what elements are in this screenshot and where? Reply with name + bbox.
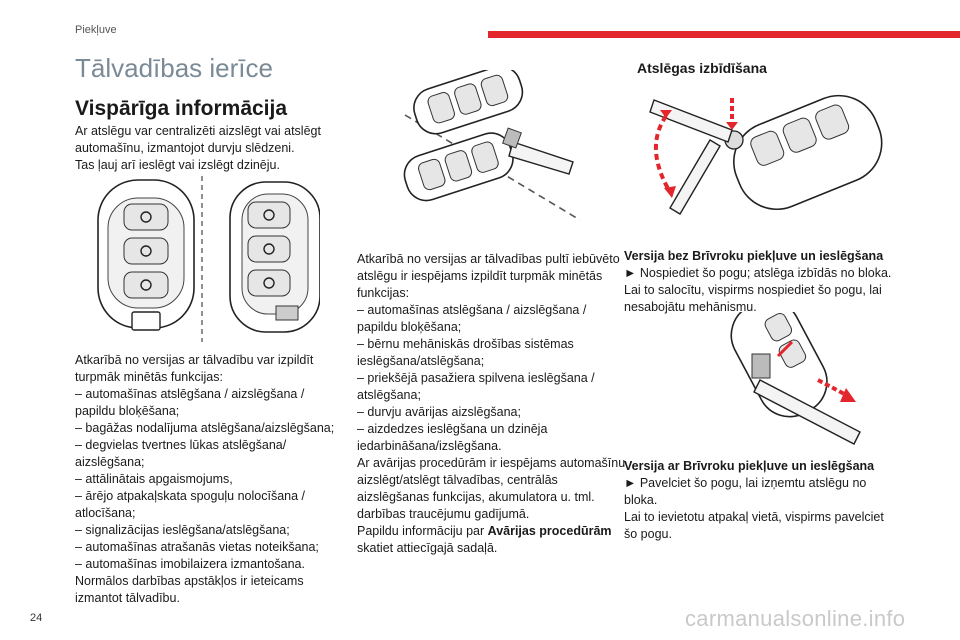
text-line: Ar atslēgu var centralizēti aizslēgt vai… [75, 124, 321, 138]
block-title: Versija bez Brīvroku piekļuve un ieslēgš… [624, 249, 884, 263]
text-line: – bagāžas nodalījuma atslēgšana/aizslēgš… [75, 421, 335, 435]
emergency-procedures-ref: Avārijas procedūrām [487, 524, 612, 538]
text-line: skatiet attiecīgajā sadaļā. [357, 541, 498, 555]
text-line: Lai to salocītu, vispirms nospiediet šo … [624, 283, 882, 297]
text-line: atslēgšana; [357, 388, 421, 402]
text-line: turpmāk minētās funkcijas: [75, 370, 223, 384]
text-line: – automašīnas atrašanās vietas noteikšan… [75, 540, 319, 554]
text-line: papildu bloķēšana; [357, 320, 462, 334]
remote-key-illustration [97, 176, 320, 342]
text-line: – aizdedzes ieslēgšana un dzinēja [357, 422, 548, 436]
text-line: Ar avārijas procedūrām ir iespējams auto… [357, 456, 626, 470]
text-line: ieslēgšana/atslēgšana; [357, 354, 485, 368]
key-pull-illustration [730, 312, 861, 445]
watermark: carmanualsonline.info [685, 606, 906, 631]
text-line: Normālos darbības apstākļos ir ieteicams [75, 574, 304, 588]
page-title: Tālvadības ierīce [75, 53, 273, 83]
text-line: darbības traucējumu gadījumā. [357, 507, 530, 521]
key-unfold-illustration [649, 94, 883, 215]
text-line: papildu bloķēšana; [75, 404, 180, 418]
intro-paragraph: Ar atslēgu var centralizēti aizslēgt vai… [75, 123, 321, 174]
text-line: Lai to ievietotu atpakaļ vietā, vispirms… [624, 510, 884, 524]
header-accent-bar [488, 31, 960, 38]
text-line: iedarbināšana/izslēgšana. [357, 439, 502, 453]
page-number: 24 [30, 612, 43, 624]
functions-list-key: Atkarībā no versijas ar tālvadības pultī… [357, 251, 625, 557]
key-blade-illustration [403, 70, 581, 221]
section-heading-general: Vispārīga informācija [75, 97, 288, 120]
text-line: aizslēgt/atslēgt tālvadības, centrālās [357, 473, 558, 487]
text-line: bloka. [624, 493, 658, 507]
text-line: atlocīšana; [75, 506, 136, 520]
text-line: – attālinātais apgaismojums, [75, 472, 233, 486]
functions-list-remote: Atkarībā no versijas ar tālvadību var iz… [75, 352, 334, 607]
text-line: izmantot tālvadību. [75, 591, 180, 605]
text-line: – bērnu mehāniskās drošības sistēmas [357, 337, 574, 351]
text-line: – degvielas tvertnes lūkas atslēgšana/ [75, 438, 287, 452]
block-without-handsfree: Versija bez Brīvroku piekļuve un ieslēgš… [624, 248, 891, 316]
text-line: – automašīnas atslēgšana / aizslēgšana / [357, 303, 587, 317]
text-line: aizslēgšanas funkcijas, akumulatora u. t… [357, 490, 595, 504]
text-line: Atkarībā no versijas ar tālvadību var iz… [75, 353, 314, 367]
section-heading-key-unfold: Atslēgas izbīdīšana [637, 60, 767, 76]
block-title: Versija ar Brīvroku piekļuve un ieslēgša… [624, 459, 875, 473]
section-label: Piekļuve [75, 24, 117, 36]
text-line: – automašīnas imobilaizera izmantošana. [75, 557, 305, 571]
text-line: automašīnu, izmantojot durvju slēdzeni. [75, 141, 295, 155]
text-line: aizslēgšana; [75, 455, 145, 469]
text-line: šo pogu. [624, 527, 672, 541]
text-line: Atkarībā no versijas ar tālvadības pultī… [357, 252, 620, 266]
text-line: nesabojātu mehānismu. [624, 300, 757, 314]
block-with-handsfree: Versija ar Brīvroku piekļuve un ieslēgša… [624, 458, 884, 543]
text-line: – priekšējā pasažiera spilvena ieslēgšan… [357, 371, 595, 385]
text-line: – automašīnas atslēgšana / aizslēgšana / [75, 387, 305, 401]
text-line: atslēgu ir iespējams izpildīt turpmāk mi… [357, 269, 603, 283]
text-line: – durvju avārijas aizslēgšana; [357, 405, 521, 419]
text-line: ► Pavelciet šo pogu, lai izņemtu atslēgu… [624, 476, 867, 490]
cross-reference-line: Papildu informāciju par Avārijas procedū… [357, 523, 625, 540]
text-line: – ārējo atpakaļskata spoguļu nolocīšana … [75, 489, 306, 503]
text-line: Tas ļauj arī ieslēgt vai izslēgt dzinēju… [75, 158, 280, 172]
text-line: ► Nospiediet šo pogu; atslēga izbīdās no… [624, 266, 892, 280]
text-line: Papildu informāciju par [357, 524, 488, 538]
text-line: – signalizācijas ieslēgšana/atslēgšana; [75, 523, 290, 537]
text-line: funkcijas: [357, 286, 410, 300]
